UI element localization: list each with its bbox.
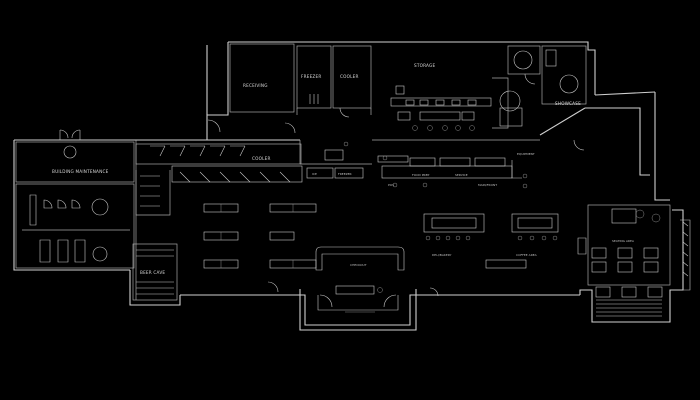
seating-area: SEATING AREA <box>577 204 691 317</box>
building-maintenance-room: BUILDING MAINTENANCE <box>15 129 135 269</box>
checkout-label: CHECKOUT <box>350 263 367 267</box>
freezer-small-label: FREEZER <box>338 172 352 176</box>
seating-area-label: SEATING AREA <box>612 239 635 243</box>
checkout-counter: CHECKOUT <box>315 246 405 295</box>
equipment-label: EQUIPMENT <box>517 152 535 156</box>
receiving-room: RECEIVING <box>207 43 295 133</box>
storage-label: STORAGE <box>414 63 435 68</box>
service-counters: ICE FREEZER FOOD PREP SERVICE POS MAIN/F… <box>306 141 535 189</box>
interior-partitions <box>135 139 585 300</box>
beer-cave-label: BEER CAVE <box>140 270 165 275</box>
deli-bakery-counter: DELI/BAKERY <box>423 213 485 257</box>
freezer-label: FREEZER <box>301 74 321 79</box>
entry-vestibule <box>317 294 399 313</box>
cooler-top-label: COOLER <box>340 74 359 79</box>
service-label: SERVICE <box>455 173 468 177</box>
sales-floor-shelving <box>203 203 527 269</box>
freezer-cooler-block: FREEZER COOLER <box>284 45 372 134</box>
exterior-walls <box>13 41 684 331</box>
showcase-label: SHOWCASE <box>555 101 581 106</box>
coffee-area-label: COFFEE AREA <box>516 253 538 257</box>
mechanical-rooms: SHOWCASE <box>492 45 587 129</box>
coffee-area: COFFEE AREA <box>511 213 559 257</box>
pos-label: POS <box>388 183 394 187</box>
receiving-label: RECEIVING <box>243 83 268 88</box>
storage-room: STORAGE <box>390 63 492 131</box>
cooler-main-label: COOLER <box>252 156 271 161</box>
ice-label: ICE <box>312 172 317 176</box>
mainfront-label: MAIN/FRONT <box>478 183 497 187</box>
building-maintenance-label: BUILDING MAINTENANCE <box>52 169 109 174</box>
food-prep-label: FOOD PREP <box>412 173 430 177</box>
seating-tables <box>591 247 663 298</box>
beer-cave-room: BEER CAVE <box>132 243 178 301</box>
deli-bakery-label: DELI/BAKERY <box>432 253 452 257</box>
